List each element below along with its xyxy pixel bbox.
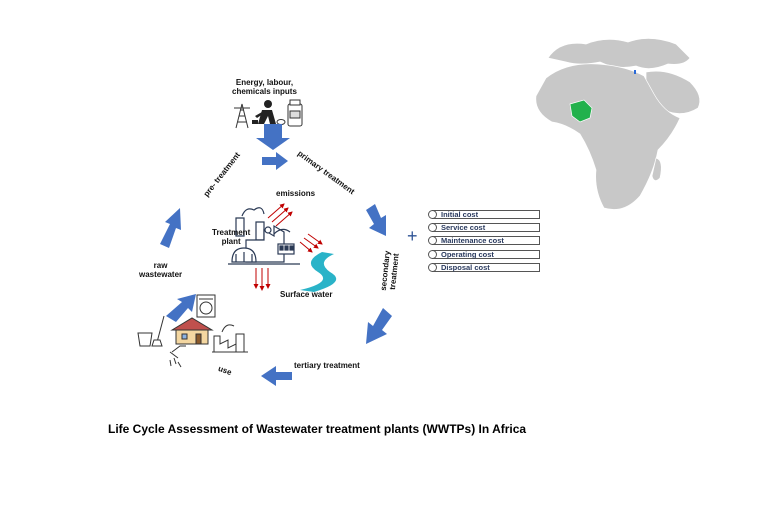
chemicals-bottle-icon (276, 99, 303, 127)
cost-bullet-icon (428, 223, 437, 232)
emission-arrows (253, 203, 323, 291)
arrow-to-pre-treatment (160, 208, 181, 248)
africa-map (535, 38, 701, 210)
arrow-to-raw-wastewater (166, 294, 196, 322)
cost-item-service: Service cost (428, 223, 540, 232)
cost-item-maintenance: Maintenance cost (428, 236, 540, 245)
pylon-icon (234, 103, 250, 129)
arrow-to-tertiary (366, 308, 392, 344)
surface-water-label: Surface water (280, 290, 333, 299)
cost-bullet-icon (428, 210, 437, 219)
diagram-title: Life Cycle Assessment of Wastewater trea… (108, 422, 527, 436)
treatment-plant-icon (228, 207, 300, 265)
cost-item-label: Operating cost (441, 250, 494, 259)
cost-item-label: Initial cost (441, 210, 479, 219)
cost-bullet-icon (428, 263, 437, 272)
shower-icon (169, 345, 186, 368)
madagascar-landmass (651, 157, 662, 181)
cost-item-label: Maintenance cost (441, 236, 504, 245)
arrow-to-secondary (366, 204, 386, 236)
house-icon (170, 317, 214, 345)
cost-item-disposal: Disposal cost (428, 263, 540, 272)
washing-machine-icon (196, 294, 216, 318)
nigeria-highlight (569, 99, 593, 123)
input-arrow (256, 124, 290, 150)
tertiary-treatment-label: tertiary treatment (294, 361, 360, 370)
surface-water-icon (300, 252, 337, 292)
arrow-to-primary (262, 152, 288, 170)
cleaning-bucket-icon (137, 315, 165, 347)
cost-item-initial: Initial cost (428, 210, 540, 219)
emissions-label: emissions (276, 189, 316, 198)
cost-item-operating: Operating cost (428, 250, 540, 259)
treatment-plant-label: Treatment plant (212, 228, 251, 247)
cost-bullet-icon (428, 250, 437, 259)
raw-wastewater-label: raw wastewater (139, 261, 183, 280)
plus-sign: + (407, 226, 418, 246)
industry-icon (212, 324, 248, 353)
worker-icon (252, 100, 276, 124)
inputs-label: Energy, labour, chemicals inputs (232, 78, 297, 97)
cost-bullet-icon (428, 236, 437, 245)
cost-item-label: Service cost (441, 223, 486, 232)
cost-item-label: Disposal cost (441, 263, 490, 272)
israel-highlight (634, 70, 636, 74)
europe-landmass (547, 38, 691, 69)
arrow-to-use (261, 366, 292, 386)
